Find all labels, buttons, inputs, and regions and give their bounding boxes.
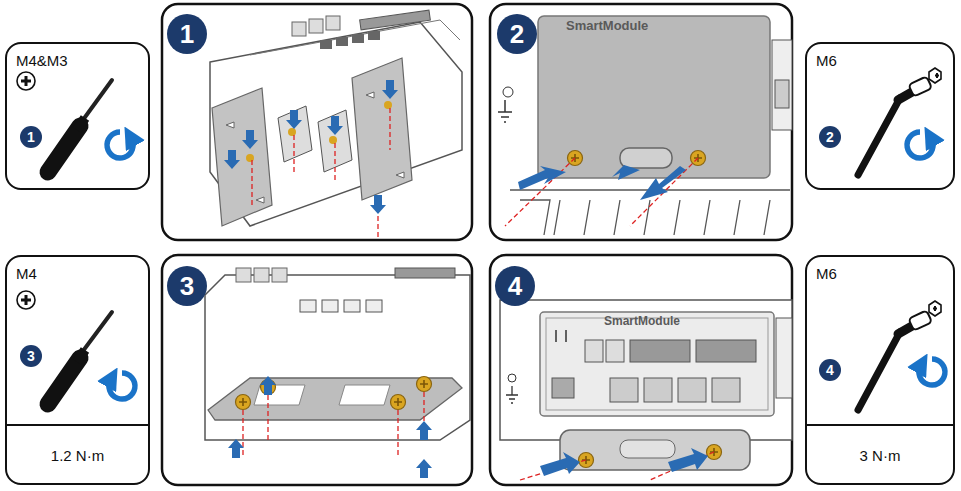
device-illustration — [498, 16, 792, 235]
tool-panel: M6 3 N·m 4 — [805, 255, 955, 485]
number-text: 1 — [180, 21, 194, 47]
device-illustration — [210, 10, 462, 240]
divider — [806, 424, 954, 426]
step-number: 2 — [497, 14, 537, 54]
screw-size: M6 — [816, 265, 837, 282]
screwdriver-icon — [17, 291, 135, 404]
step-number: 4 — [495, 266, 535, 306]
torque-value: 3 N·m — [807, 427, 953, 483]
screw-size: M6 — [816, 52, 837, 69]
step-number: 1 — [167, 14, 207, 54]
screwdriver-icon — [17, 72, 133, 172]
number-text: 3 — [180, 273, 194, 299]
callout-number: 3 — [20, 345, 42, 367]
device-illustration — [500, 300, 792, 480]
step-panel — [490, 4, 792, 240]
device-illustration — [205, 268, 470, 478]
tool-panel: M4&M3 1 — [5, 42, 150, 190]
number-text: 4 — [826, 363, 834, 377]
divider — [6, 424, 149, 426]
step-number: 3 — [167, 266, 207, 306]
tool-panel: M4 1.2 N·m 3 — [5, 255, 150, 485]
callout-number: 1 — [20, 126, 42, 148]
step-panel — [162, 4, 472, 240]
screw-size: M4 — [16, 265, 37, 282]
tool-panel: M6 2 — [805, 42, 955, 190]
number-text: 2 — [826, 130, 834, 144]
callout-number: 4 — [819, 359, 841, 381]
module-label: SmartModule — [566, 18, 648, 33]
number-text: 4 — [508, 273, 522, 299]
step-panel — [162, 255, 472, 485]
wrench-icon — [858, 68, 941, 175]
number-text: 3 — [27, 349, 35, 363]
screw-size: M4&M3 — [16, 52, 68, 69]
number-text: 2 — [510, 21, 524, 47]
torque-value: 1.2 N·m — [7, 427, 148, 483]
wrench-icon — [858, 301, 945, 410]
module-label: SmartModule — [604, 314, 680, 328]
number-text: 1 — [27, 130, 35, 144]
callout-number: 2 — [819, 126, 841, 148]
step-panel — [490, 255, 792, 485]
